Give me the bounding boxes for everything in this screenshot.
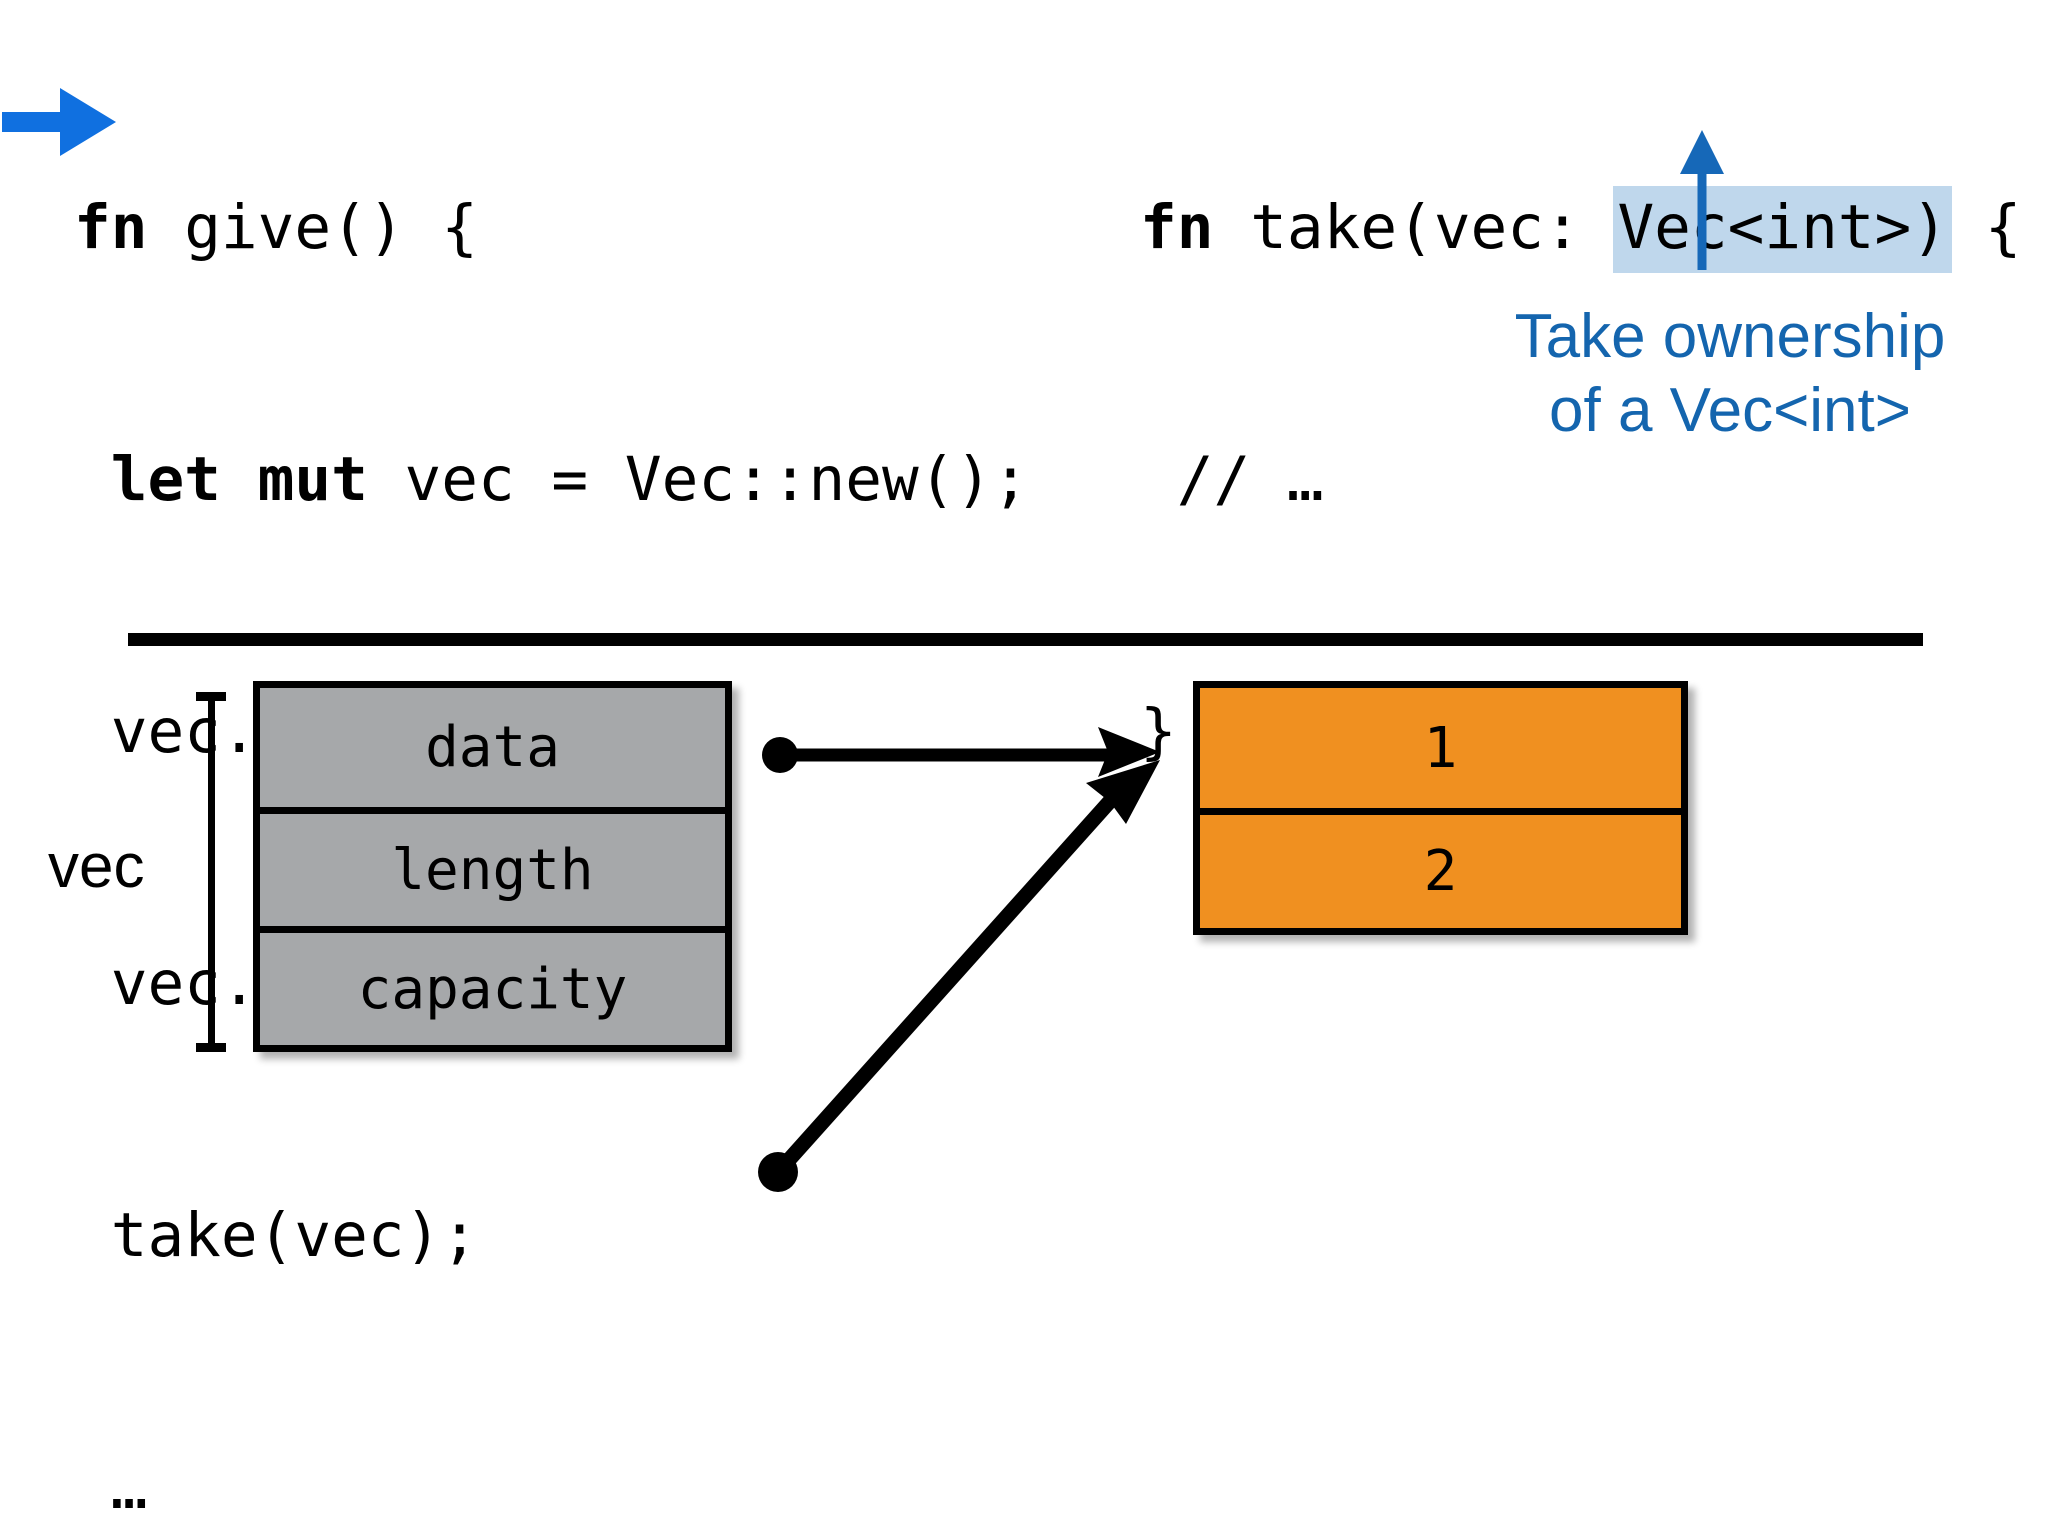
code-text: give() {: [184, 192, 478, 263]
struct-field-data: data: [425, 715, 560, 780]
vec-extent-brace: [196, 692, 226, 1052]
code-line: fn give() {: [74, 186, 1029, 270]
highlighted-type-token: Vec<int>): [1613, 186, 1952, 273]
code-text: take(vec:: [1250, 192, 1618, 263]
code-text: {: [1947, 192, 2022, 263]
code-text: vec = Vec::new();: [404, 444, 1029, 515]
keyword-fn: fn: [74, 192, 185, 263]
heap-cell-1: 2: [1200, 808, 1681, 928]
code-line-current: let mut vec = Vec::new();: [74, 438, 1029, 522]
brace-cap-bottom: [196, 1043, 226, 1052]
current-line-arrow-icon: [2, 88, 116, 156]
brace-bar: [208, 692, 215, 1052]
callout-arrow-up-icon: [1680, 130, 1724, 270]
callout-label: Take ownership of a Vec<int>: [1514, 302, 1946, 445]
heap-buffer-box: 1 2: [1193, 681, 1688, 935]
code-line: take(vec);: [74, 1200, 478, 1271]
keyword-fn: fn: [1140, 192, 1251, 263]
stack-variable-label: vec: [48, 832, 145, 901]
stack-heap-divider: [128, 633, 1923, 646]
code-line-signature: fn take(vec: Vec<int>) {: [1140, 186, 2022, 273]
heap-cell-0: 1: [1423, 715, 1458, 781]
code-line-ellipsis: …: [74, 1452, 148, 1523]
struct-field-capacity: capacity: [260, 926, 725, 1045]
vec-struct-box: data length capacity: [253, 681, 732, 1052]
struct-field-length: length: [260, 807, 725, 926]
code-line-comment: // …: [1140, 444, 1324, 515]
code-block-take: fn take(vec: Vec<int>) { // … }: [1140, 18, 2021, 942]
keyword-let-mut: let mut: [74, 444, 405, 515]
